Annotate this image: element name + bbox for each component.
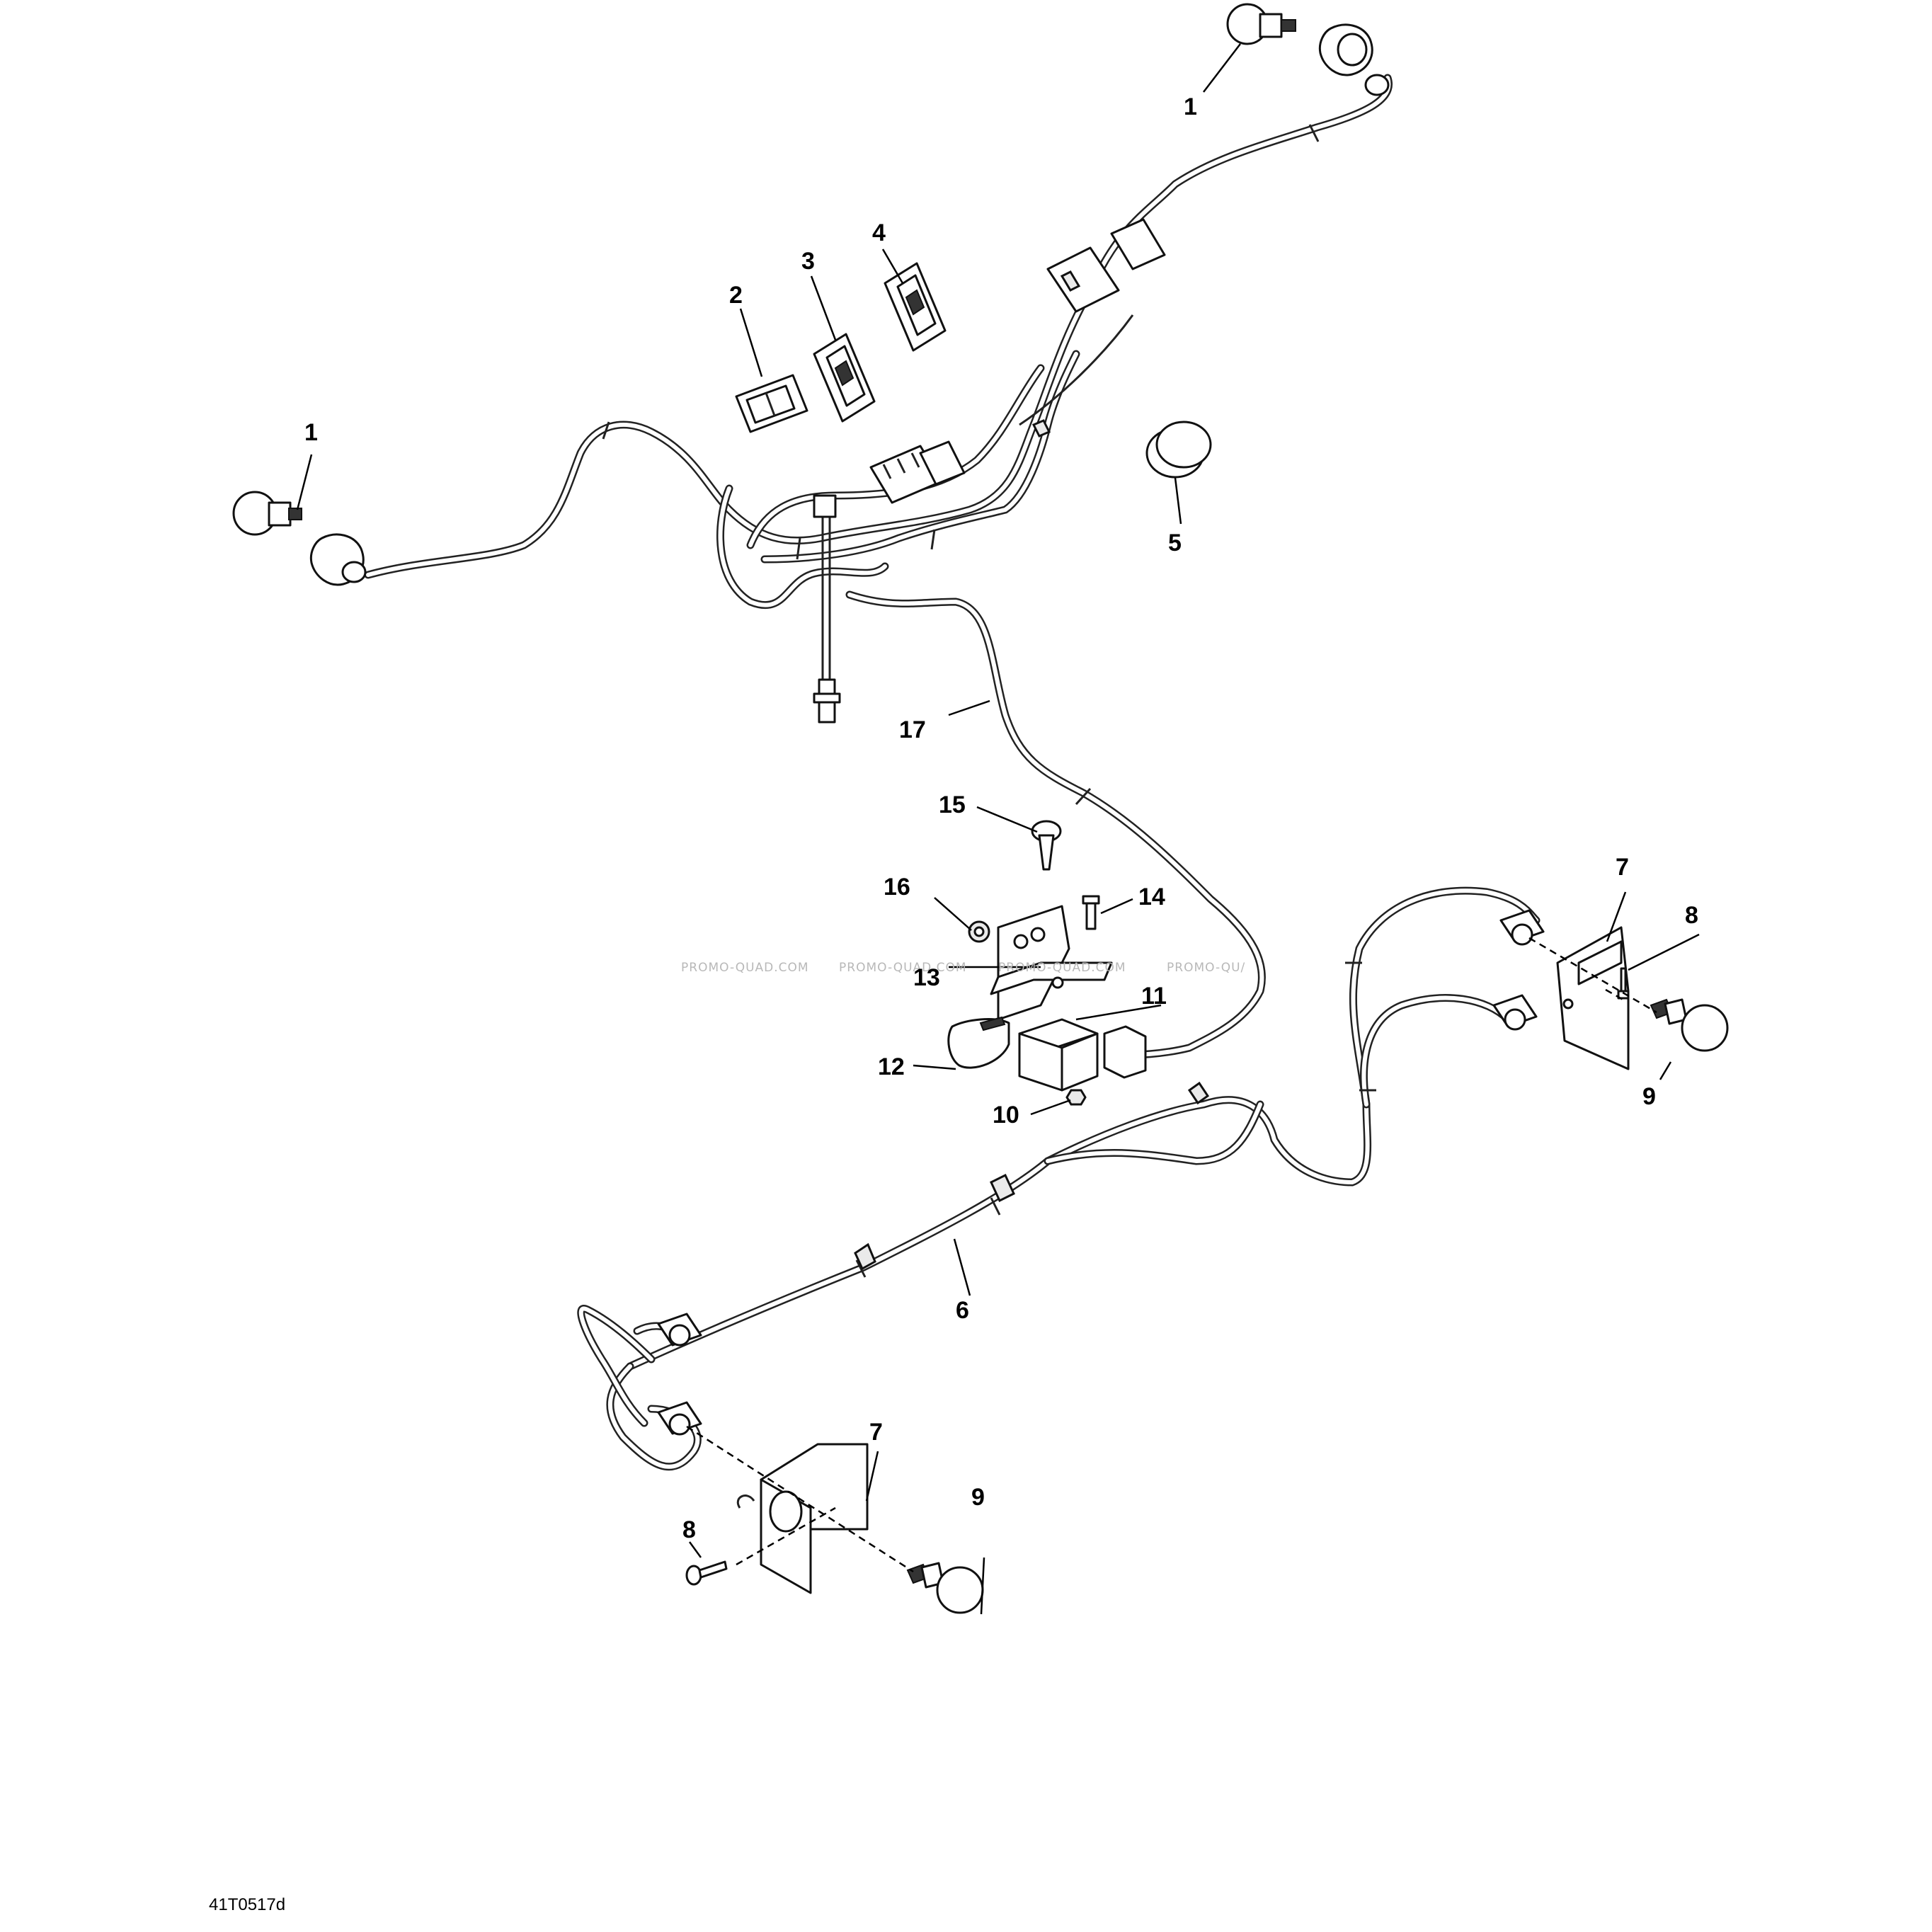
- callout-6: 6: [956, 1297, 969, 1324]
- watermark-text: PROMO-QU/: [1167, 961, 1245, 975]
- nut-16: [968, 920, 990, 943]
- nut-10: [1065, 1089, 1087, 1106]
- callout-2: 2: [729, 282, 743, 309]
- callout-12: 12: [878, 1053, 905, 1080]
- callout-9-bottom: 9: [971, 1484, 985, 1511]
- relay-11: [1018, 1018, 1099, 1092]
- rear-harness-wires: [577, 886, 1541, 1471]
- plug-5: [1145, 421, 1212, 479]
- rear-socket-left-lower: [657, 1401, 702, 1436]
- callout-1-left: 1: [304, 419, 318, 446]
- callout-9-right: 9: [1642, 1083, 1656, 1110]
- callout-3: 3: [801, 248, 815, 275]
- switch-3: [813, 333, 876, 423]
- watermarks: PROMO-QUAD.COM PROMO-QUAD.COM PROMO-QUAD…: [681, 961, 1245, 975]
- bracket-7-bottom: [737, 1443, 869, 1594]
- screw-14: [1082, 895, 1100, 930]
- rear-socket-right-upper: [1499, 909, 1545, 946]
- front-bulb-right-assembly: [1226, 3, 1390, 96]
- rear-socket-left-upper: [657, 1313, 702, 1347]
- relay-holder-12: [947, 1016, 1010, 1069]
- callout-10: 10: [993, 1102, 1019, 1128]
- watermark-text: PROMO-QUAD.COM: [998, 961, 1126, 975]
- callout-8-bottom: 8: [682, 1516, 696, 1543]
- callout-14: 14: [1138, 884, 1165, 910]
- callout-7-bottom: 7: [869, 1419, 883, 1446]
- callout-leaders: [296, 43, 1700, 1615]
- front-harness-connectors: [813, 218, 1166, 724]
- bulb-9-bottom: [906, 1562, 984, 1614]
- switch-4: [884, 262, 947, 352]
- callout-13: 13: [913, 964, 940, 991]
- callout-17: 17: [899, 716, 926, 743]
- rear-socket-right-lower: [1492, 994, 1538, 1031]
- relay-connector: [1103, 1025, 1147, 1079]
- callout-11: 11: [1141, 983, 1167, 1010]
- callout-8-right: 8: [1685, 902, 1698, 929]
- screw-8-right: [1617, 967, 1630, 1000]
- screw-8-bottom: [685, 1560, 728, 1586]
- watermark-text: PROMO-QUAD.COM: [681, 961, 809, 975]
- front-bulb-left-assembly: [232, 491, 367, 586]
- callout-5: 5: [1168, 530, 1182, 556]
- watermark-text: PROMO-QUAD.COM: [839, 961, 967, 975]
- callout-4: 4: [872, 219, 886, 246]
- rivet-15: [1031, 820, 1062, 871]
- bracket-7-right: [1556, 926, 1630, 1070]
- callout-16: 16: [884, 874, 910, 901]
- callout-7-right: 7: [1616, 854, 1629, 881]
- assembly-lines: [686, 937, 1657, 1573]
- callout-15: 15: [939, 791, 966, 818]
- drawing-code: 41T0517d: [209, 1895, 285, 1914]
- relay-bracket-13: [990, 905, 1113, 1021]
- bulb-9-right: [1650, 998, 1729, 1052]
- callout-1-top: 1: [1184, 93, 1197, 120]
- switch-2: [735, 374, 808, 433]
- callout-labels: 1 1 2 3 4 5 6 7 7 8 8 9 9 10 11 12 13 14…: [304, 93, 1698, 1543]
